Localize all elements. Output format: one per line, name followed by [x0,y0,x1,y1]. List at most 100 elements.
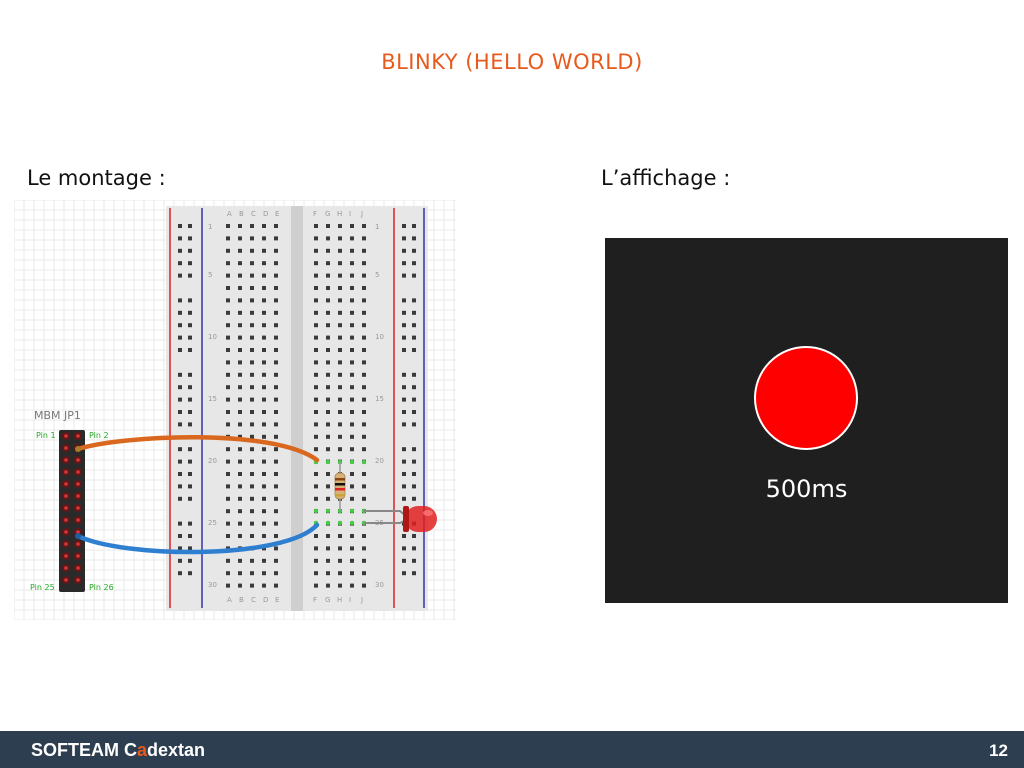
breadboard-hole [188,248,192,253]
breadboard-hole [226,546,230,551]
breadboard-hole [402,236,406,241]
breadboard-hole [262,397,266,402]
breadboard-hole [188,447,192,452]
footer-bar: SOFTEAM Cadextan 12 [0,731,1024,768]
breadboard-hole [402,248,406,253]
breadboard-hole [314,261,318,266]
resistor-band [335,478,345,481]
breadboard-hole [226,534,230,538]
breadboard-hole [412,236,416,241]
breadboard-hole [402,323,406,328]
header-pin-center [76,578,80,582]
breadboard-hole [314,335,318,340]
active-hole [325,508,331,514]
column-letter: H [337,596,342,604]
breadboard-hole [262,422,266,427]
header-pin-center [76,494,80,498]
breadboard-hole [314,410,318,414]
breadboard-hole [274,509,278,514]
breadboard-hole [188,534,192,538]
breadboard-hole [274,583,278,588]
breadboard-hole [262,286,266,290]
brand-accent: a [137,740,148,760]
brand-prefix: SOFTEAM C [31,740,137,760]
breadboard-hole [274,273,278,278]
breadboard-hole [314,422,318,427]
breadboard-hole [326,372,330,377]
breadboard-hole [262,459,266,464]
column-letter: F [313,596,317,604]
column-letter: G [325,596,330,604]
breadboard-hole [350,571,354,576]
column-letter: C [251,596,256,604]
header-pin-center [76,554,80,558]
breadboard-hole [326,571,330,576]
breadboard-hole [238,261,242,266]
breadboard-hole [226,261,230,266]
breadboard-hole [238,459,242,464]
breadboard-hole [314,310,318,315]
breadboard-hole [250,509,254,514]
breadboard-hole [338,273,342,278]
section-label-affichage: L’affichage : [601,166,731,190]
breadboard-hole [412,385,416,390]
resistor-band [335,494,345,497]
breadboard-hole [350,434,354,439]
breadboard-hole [226,472,230,476]
breadboard-hole [274,571,278,576]
pin-label-pin26: Pin 26 [89,583,114,592]
breadboard-hole [262,273,266,278]
breadboard-hole [188,397,192,402]
wire-end [75,446,81,452]
led-display-panel: 500ms [605,238,1008,603]
pin-label-pin2: Pin 2 [89,431,109,440]
column-letter: E [275,210,279,218]
breadboard-hole [314,534,318,538]
breadboard-hole [326,534,330,538]
breadboard-hole [350,546,354,551]
breadboard-hole [314,360,318,365]
breadboard-hole [338,583,342,588]
breadboard-hole [238,348,242,352]
breadboard-hole [188,298,192,303]
breadboard-hole [338,571,342,576]
header-pin-center [64,578,68,582]
breadboard-hole [412,273,416,278]
led-highlight [423,510,433,516]
breadboard-hole [262,224,266,228]
breadboard-hole [226,484,230,489]
breadboard-circuit-diagram: A B C D E F G H I J A B C D E F G H I J … [14,200,456,620]
breadboard-hole [350,335,354,340]
breadboard-hole [250,286,254,290]
breadboard-hole [226,459,230,464]
active-hole [337,520,343,526]
breadboard-hole [412,372,416,377]
breadboard-hole [238,583,242,588]
breadboard-hole [338,236,342,241]
breadboard-center-channel [291,206,303,611]
breadboard-hole [178,459,182,464]
breadboard-hole [178,410,182,414]
led-indicator-circle [754,346,858,450]
column-letter: C [251,210,256,218]
wire-orange [75,435,320,463]
header-pin-center [64,518,68,522]
breadboard-hole [314,298,318,303]
breadboard-hole [326,323,330,328]
row-number: 30 [208,581,217,589]
breadboard-hole [178,496,182,501]
breadboard-hole [262,372,266,377]
breadboard-hole [188,496,192,501]
breadboard-hole [338,397,342,402]
breadboard-hole [274,298,278,303]
breadboard-hole [226,422,230,427]
breadboard-hole [250,459,254,464]
breadboard-hole [262,236,266,241]
breadboard-hole [314,224,318,228]
breadboard-hole [412,335,416,340]
breadboard-hole [178,546,182,551]
breadboard-hole [350,385,354,390]
breadboard-hole [262,385,266,390]
breadboard-hole [412,534,416,538]
breadboard-hole [314,323,318,328]
